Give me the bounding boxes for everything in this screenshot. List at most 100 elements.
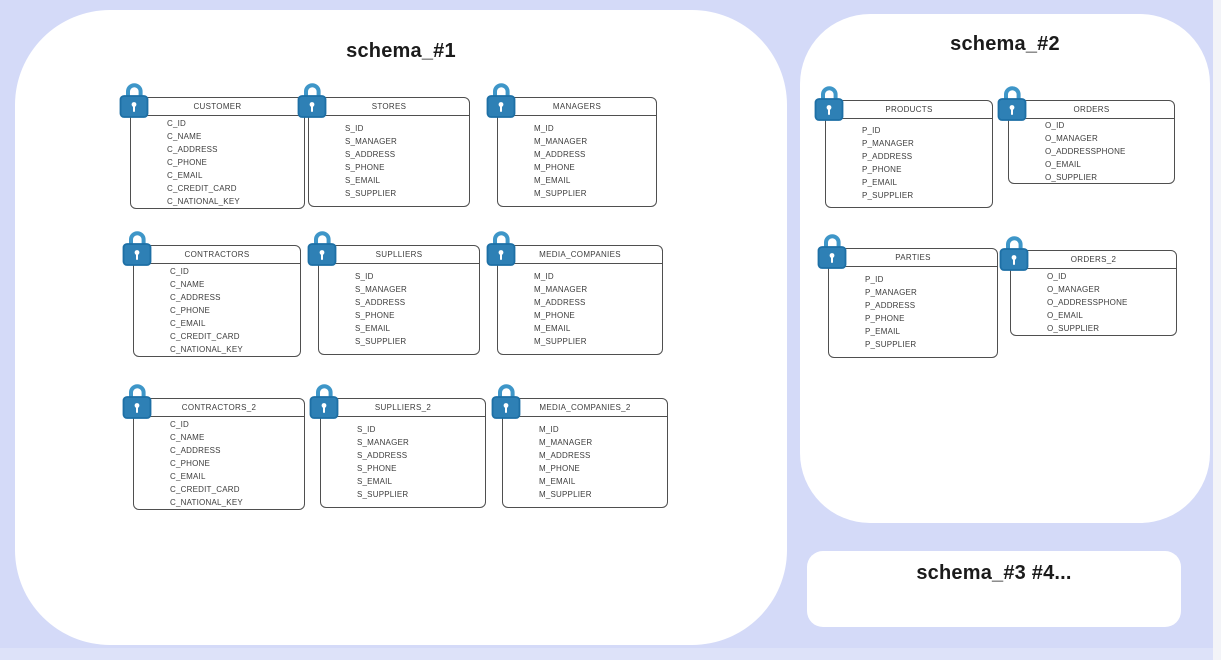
field-p_address: P_ADDRESS (862, 152, 913, 161)
field-p_id: P_ID (862, 126, 881, 135)
field-c_address: C_ADDRESS (170, 445, 221, 455)
field-m_supplier: M_SUPPLIER (534, 337, 587, 346)
field-m_supplier: M_SUPPLIER (534, 189, 587, 198)
table-title: PRODUCTS (826, 101, 992, 119)
field-m_manager: M_MANAGER (534, 285, 588, 294)
table-stores[interactable]: STORES S_ID S_MANAGER S_ADDRESS S_PHONE S_EMA… (297, 83, 470, 207)
field-p_phone: P_PHONE (865, 314, 905, 323)
field-c_credit_card: C_CREDIT_CARD (167, 183, 237, 193)
schema-group-3: schema_#3 #4... (807, 551, 1181, 627)
table-title: MEDIA_COMPANIES_2 (503, 399, 667, 417)
field-s_id: S_ID (357, 425, 376, 434)
field-m_address: M_ADDRESS (539, 451, 591, 460)
field-p_id: P_ID (865, 275, 884, 284)
field-s_address: S_ADDRESS (345, 150, 396, 159)
field-o_manager: O_MANAGER (1047, 284, 1100, 294)
field-c_name: C_NAME (170, 279, 205, 289)
table-fields: C_ID C_NAME C_ADDRESS C_PHONE C_EMAIL C_CREDI… (131, 116, 304, 208)
canvas-bottom-fade (0, 648, 1213, 660)
table-title: STORES (309, 98, 469, 116)
table-title: SUPLLIERS_2 (321, 399, 485, 417)
field-o_addressphone: O_ADDRESSPHONE (1047, 297, 1128, 307)
schema-1-title: schema_#1 (346, 40, 456, 62)
field-s_email: S_EMAIL (355, 324, 391, 333)
field-m_manager: M_MANAGER (539, 438, 593, 447)
field-c_phone: C_PHONE (170, 305, 211, 315)
field-c_name: C_NAME (170, 432, 205, 442)
table-title: CUSTOMER (131, 98, 304, 116)
table-customer[interactable]: CUSTOMER C_ID C_NAME C_ADDRESS C_PHONE C_EMAI… (119, 83, 305, 209)
field-m_id: M_ID (539, 425, 559, 434)
field-o_id: O_ID (1045, 121, 1065, 130)
table-title: MANAGERS (498, 98, 656, 116)
field-m_address: M_ADDRESS (534, 150, 586, 159)
schema-3-title: schema_#3 #4... (916, 562, 1072, 584)
table-title: CONTRACTORS (134, 246, 300, 264)
field-s_phone: S_PHONE (345, 163, 385, 172)
table-title: PARTIES (829, 249, 997, 267)
field-c_id: C_ID (167, 118, 187, 128)
table-title: CONTRACTORS_2 (134, 399, 304, 417)
field-c_id: C_ID (170, 266, 190, 276)
field-m_phone: M_PHONE (539, 464, 580, 473)
field-c_name: C_NAME (167, 131, 202, 141)
field-s_address: S_ADDRESS (355, 298, 406, 307)
field-m_address: M_ADDRESS (534, 298, 586, 307)
field-s_address: S_ADDRESS (357, 451, 408, 460)
field-s_id: S_ID (345, 124, 364, 133)
field-c_address: C_ADDRESS (170, 292, 221, 302)
field-m_phone: M_PHONE (534, 163, 575, 172)
field-c_email: C_EMAIL (167, 170, 203, 180)
field-o_supplier: O_SUPPLIER (1047, 323, 1100, 333)
field-c_email: C_EMAIL (170, 471, 206, 481)
table-title: ORDERS_2 (1011, 251, 1176, 269)
field-s_phone: S_PHONE (357, 464, 397, 473)
field-p_supplier: P_SUPPLIER (865, 340, 917, 349)
field-p_email: P_EMAIL (862, 178, 898, 187)
field-c_phone: C_PHONE (170, 458, 211, 468)
field-s_id: S_ID (355, 272, 374, 281)
field-c_address: C_ADDRESS (167, 144, 218, 154)
field-o_manager: O_MANAGER (1045, 134, 1098, 143)
table-contractors[interactable]: CONTRACTORS C_ID C_NAME C_ADDRESS C_PHONE C_E… (122, 231, 301, 357)
schema-3-tables (807, 551, 1181, 627)
field-m_id: M_ID (534, 124, 554, 133)
field-s_manager: S_MANAGER (355, 285, 408, 294)
field-o_email: O_EMAIL (1045, 160, 1082, 169)
field-s_email: S_EMAIL (357, 477, 393, 486)
field-c_national_key: C_NATIONAL_KEY (170, 344, 243, 354)
field-c_phone: C_PHONE (167, 157, 208, 167)
field-m_email: M_EMAIL (534, 324, 571, 333)
field-s_manager: S_MANAGER (345, 137, 398, 146)
field-s_email: S_EMAIL (345, 176, 381, 185)
field-o_addressphone: O_ADDRESSPHONE (1045, 147, 1126, 156)
field-c_email: C_EMAIL (170, 318, 206, 328)
field-m_supplier: M_SUPPLIER (539, 490, 592, 499)
field-m_phone: M_PHONE (534, 311, 575, 320)
field-o_email: O_EMAIL (1047, 310, 1084, 320)
